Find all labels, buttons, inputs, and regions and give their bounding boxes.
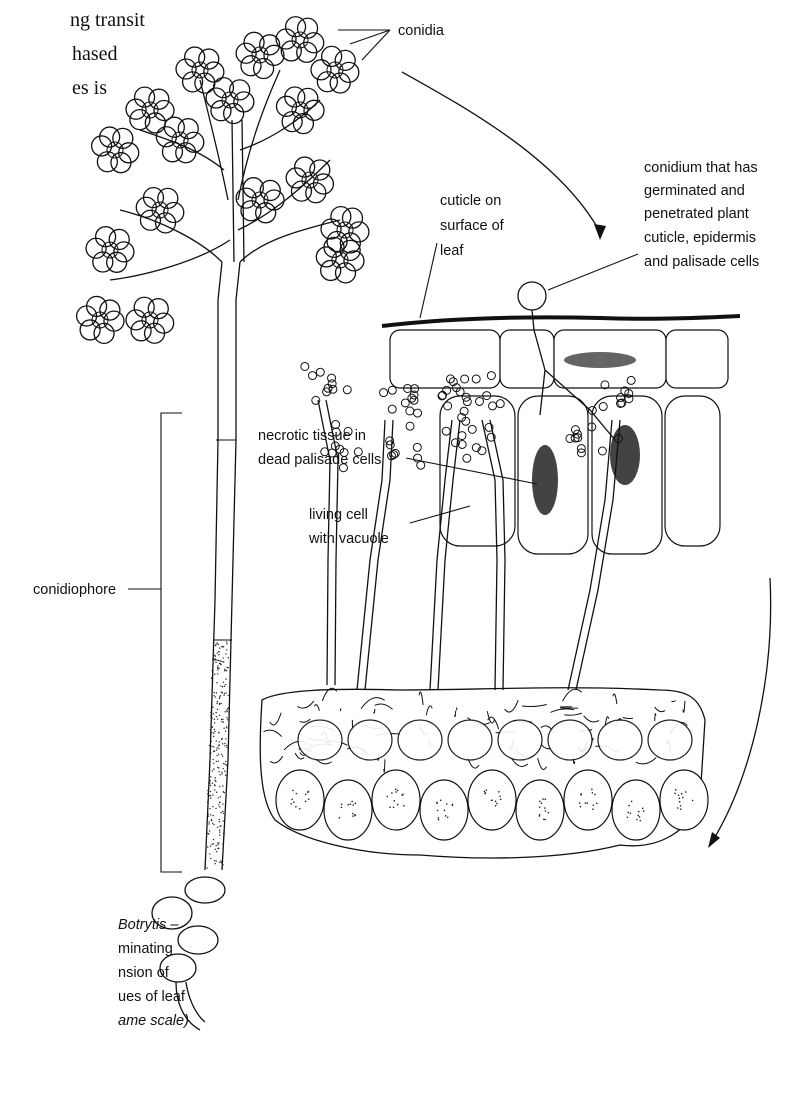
caption-line-3: nsion of	[118, 965, 170, 981]
arrow-1-head	[594, 224, 606, 240]
large-conidiophore-drawing	[77, 17, 369, 1030]
label-living-1: living cell	[309, 507, 368, 523]
label-germinated-1: conidium that has	[644, 160, 758, 176]
label-germinated-3: penetrated plant	[644, 206, 749, 222]
body-text-line-3: es is	[72, 77, 107, 99]
caption-line-4: ues of leaf	[118, 989, 186, 1005]
label-germinated-4: cuticle, epidermis	[644, 230, 756, 246]
label-necrotic-2: dead palisade cells	[258, 452, 381, 468]
label-germinated-5: and palisade cells	[644, 254, 759, 270]
label-necrotic-1: necrotic tissue in	[258, 428, 366, 444]
germinated-leader	[548, 254, 638, 290]
label-cuticle-1: cuticle on	[440, 193, 501, 209]
label-germinated-2: germinated and	[644, 183, 745, 199]
label-cuticle-3: leaf	[440, 243, 464, 259]
leaf-section-upper	[382, 282, 740, 554]
body-text-line-1: ng transit	[70, 9, 145, 31]
label-conidia: conidia	[398, 23, 445, 39]
caption-line-2: minating	[118, 941, 173, 957]
label-conidiophore: conidiophore	[33, 582, 116, 598]
cuticle-leader	[420, 243, 437, 318]
label-cuticle-2: surface of	[440, 218, 505, 234]
arrow-2	[712, 578, 771, 842]
conidiophore-bracket	[161, 413, 182, 872]
label-living-2: with vacuole	[308, 531, 389, 547]
body-text-line-2: hased	[72, 43, 118, 65]
caption-line-5: ame scale)	[118, 1013, 189, 1029]
arrow-2-head	[708, 832, 720, 848]
caption-line-1: Botrytis –	[118, 917, 179, 933]
